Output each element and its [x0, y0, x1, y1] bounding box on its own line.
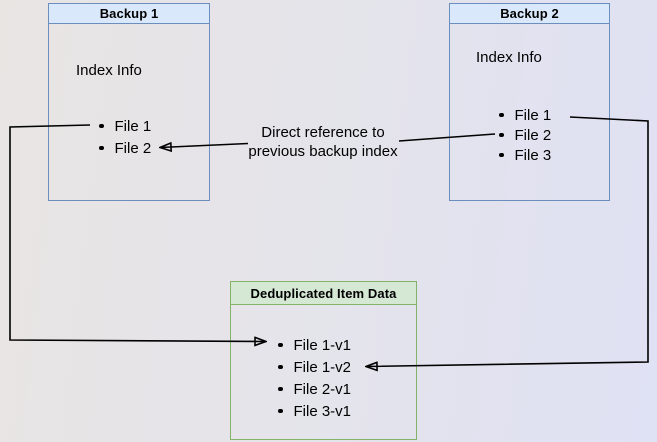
- bullet-icon: [499, 132, 504, 138]
- bullet-icon: [499, 112, 504, 118]
- list-item-label: File 1: [114, 117, 152, 135]
- list-item: File 3-v1: [278, 400, 351, 422]
- list-item: File 1: [499, 105, 551, 125]
- list-item: File 3: [499, 145, 551, 165]
- backup2-title: Backup 2: [500, 6, 559, 21]
- bullet-icon: [99, 123, 104, 129]
- bullet-icon: [278, 386, 283, 392]
- backup2-node: Backup 2 Index Info File 1 File 2 File 3: [449, 3, 610, 201]
- list-item-label: File 3-v1: [293, 402, 352, 420]
- edge-label-line2: previous backup index: [248, 143, 398, 160]
- list-item: File 1-v1: [278, 334, 351, 356]
- backup2-index-info-label: Index Info: [476, 49, 542, 66]
- backup1-node: Backup 1 Index Info File 1 File 2: [48, 3, 210, 201]
- list-item: File 2: [99, 137, 151, 159]
- list-item: File 1-v2: [278, 356, 351, 378]
- dedup-file-list: File 1-v1 File 1-v2 File 2-v1 File 3-v1: [278, 334, 351, 422]
- backup2-header: Backup 2: [450, 4, 609, 24]
- list-item-label: File 2: [114, 139, 152, 157]
- bullet-icon: [278, 364, 283, 370]
- edge-label-line1: Direct reference to: [261, 124, 385, 141]
- bullet-icon: [278, 408, 283, 414]
- dedup-header: Deduplicated Item Data: [231, 282, 416, 305]
- list-item-label: File 2: [514, 126, 552, 144]
- backup1-header: Backup 1: [49, 4, 209, 24]
- backup2-file-list: File 1 File 2 File 3: [499, 105, 551, 165]
- bullet-icon: [278, 342, 283, 348]
- list-item-label: File 2-v1: [293, 380, 352, 398]
- list-item-label: File 1-v2: [293, 358, 352, 376]
- list-item: File 2-v1: [278, 378, 351, 400]
- backup1-title: Backup 1: [99, 6, 159, 21]
- list-item: File 2: [499, 125, 551, 145]
- bullet-icon: [99, 145, 104, 151]
- list-item: File 1: [99, 115, 151, 137]
- list-item-label: File 3: [514, 146, 552, 164]
- backup1-file-list: File 1 File 2: [99, 115, 151, 159]
- backup1-index-info-label: Index Info: [76, 62, 142, 79]
- bullet-icon: [499, 152, 504, 158]
- dedup-title: Deduplicated Item Data: [250, 285, 397, 301]
- edge-label: Direct reference to previous backup inde…: [243, 123, 403, 161]
- list-item-label: File 1-v1: [293, 336, 352, 354]
- list-item-label: File 1: [514, 106, 552, 124]
- dedup-node: Deduplicated Item Data File 1-v1 File 1-…: [230, 281, 417, 440]
